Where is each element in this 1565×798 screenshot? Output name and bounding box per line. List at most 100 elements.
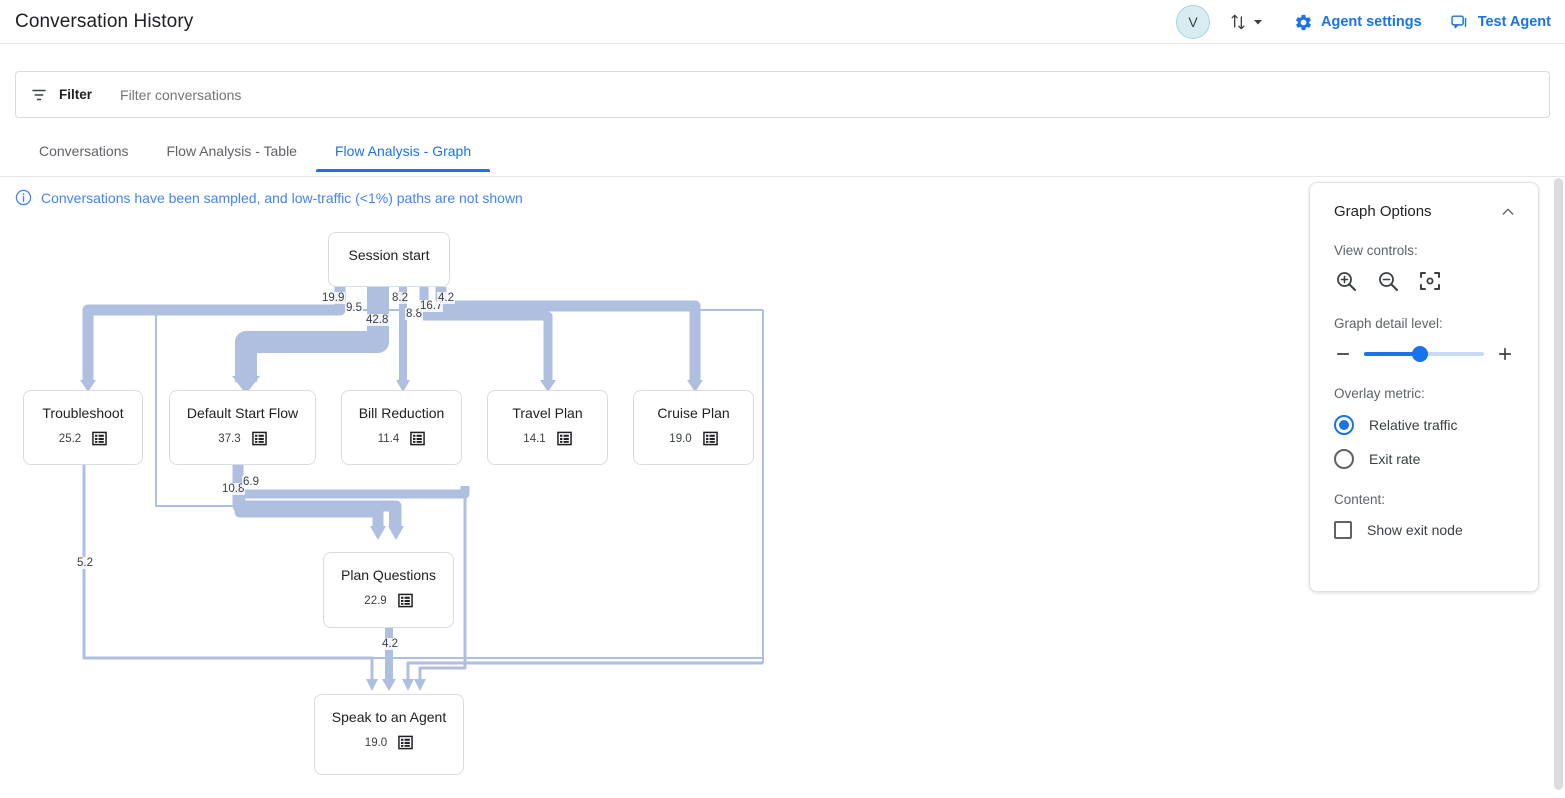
edge-label: 9.5 <box>345 302 363 314</box>
overlay-metric-label: Overlay metric: <box>1334 386 1425 401</box>
node-metric: 14.1 <box>523 431 572 446</box>
avatar-initial: V <box>1188 14 1198 30</box>
node-title: Troubleshoot <box>42 405 124 421</box>
minus-icon[interactable] <box>1334 345 1352 363</box>
graph-node-session-start[interactable]: Session start <box>328 232 450 287</box>
test-agent-button[interactable]: Test Agent <box>1450 13 1551 32</box>
header-actions: V Agent settings Test Agent <box>1175 0 1555 44</box>
radio-label: Exit rate <box>1369 451 1421 467</box>
radio-relative-traffic[interactable]: Relative traffic <box>1310 415 1538 435</box>
node-title: Bill Reduction <box>358 405 445 421</box>
filter-label: Filter <box>59 87 93 102</box>
node-value: 19.0 <box>364 736 388 749</box>
graph-node-travel-plan[interactable]: Travel Plan 14.1 <box>487 390 608 465</box>
graph-options-title: Graph Options <box>1334 203 1432 220</box>
filter-icon[interactable] <box>30 86 48 104</box>
edge-label: 42.8 <box>365 314 390 326</box>
swap-vertical-icon <box>1231 14 1245 30</box>
tab-flow-analysis-graph[interactable]: Flow Analysis - Graph <box>315 133 491 172</box>
radio-label: Relative traffic <box>1369 417 1458 433</box>
tab-bar: Conversations Flow Analysis - Table Flow… <box>0 133 1565 177</box>
edge-label: 8.8 <box>405 308 423 320</box>
table-icon[interactable] <box>397 593 413 608</box>
zoom-out-icon[interactable] <box>1376 269 1400 293</box>
node-title: Plan Questions <box>341 567 436 583</box>
chevron-up-icon[interactable] <box>1500 204 1516 220</box>
graph-node-cruise-plan[interactable]: Cruise Plan 19.0 <box>633 390 754 465</box>
node-title: Cruise Plan <box>657 405 730 421</box>
node-metric: 19.0 <box>669 431 718 446</box>
node-value: 19.0 <box>669 432 692 445</box>
chat-bubble-icon <box>1451 14 1466 28</box>
vertical-scrollbar-thumb[interactable] <box>1554 178 1563 790</box>
filter-bar: Filter <box>15 71 1550 118</box>
checkbox-show-exit-node[interactable]: Show exit node <box>1310 521 1538 539</box>
detail-level-slider-row <box>1310 345 1538 363</box>
edge-label: 10.8 <box>221 483 246 495</box>
gear-icon <box>1296 14 1311 30</box>
view-controls-label: View controls: <box>1334 243 1418 258</box>
radio-indicator <box>1334 415 1354 435</box>
node-metric: 22.9 <box>364 593 413 608</box>
edge-label: 19.9 <box>321 292 346 304</box>
graph-options-header[interactable]: Graph Options <box>1310 183 1538 220</box>
tab-conversations[interactable]: Conversations <box>39 143 129 159</box>
node-value: 37.3 <box>218 432 241 445</box>
center-focus-icon[interactable] <box>1418 269 1442 293</box>
zoom-in-icon[interactable] <box>1334 269 1358 293</box>
flow-edge-rails <box>84 309 763 659</box>
edge-label: 8.2 <box>391 292 409 304</box>
filter-input[interactable] <box>118 85 519 104</box>
plus-icon[interactable] <box>1496 345 1514 363</box>
table-icon[interactable] <box>410 431 426 446</box>
graph-node-troubleshoot[interactable]: Troubleshoot 25.2 <box>23 390 143 465</box>
detail-level-slider[interactable] <box>1364 346 1484 362</box>
test-agent-label: Test Agent <box>1477 14 1551 30</box>
graph-node-speak-to-an-agent[interactable]: Speak to an Agent 19.0 <box>314 694 464 775</box>
agent-settings-button[interactable]: Agent settings <box>1294 13 1422 32</box>
table-icon[interactable] <box>251 431 267 446</box>
node-title: Default Start Flow <box>186 405 299 421</box>
node-value: 25.2 <box>58 432 82 445</box>
graph-node-plan-questions[interactable]: Plan Questions 22.9 <box>323 552 454 628</box>
node-metric: 11.4 <box>378 431 426 446</box>
environment-switcher[interactable] <box>1228 12 1264 32</box>
detail-level-slider-thumb[interactable] <box>1412 346 1429 362</box>
info-icon <box>15 189 32 206</box>
edge-label: 6.9 <box>242 476 260 488</box>
table-icon[interactable] <box>398 735 413 750</box>
avatar[interactable]: V <box>1175 5 1210 39</box>
view-controls <box>1310 269 1538 293</box>
graph-node-bill-reduction[interactable]: Bill Reduction 11.4 <box>341 390 462 465</box>
edge-label: 5.2 <box>76 557 94 569</box>
table-icon[interactable] <box>702 431 718 446</box>
node-title: Speak to an Agent <box>331 709 447 725</box>
sampling-notice: Conversations have been sampled, and low… <box>15 189 523 206</box>
content-label: Content: <box>1334 492 1386 507</box>
node-title: Travel Plan <box>512 405 583 421</box>
checkbox-label: Show exit node <box>1367 522 1463 538</box>
radio-exit-rate[interactable]: Exit rate <box>1310 449 1538 469</box>
node-value: 22.9 <box>364 594 387 607</box>
node-metric: 25.2 <box>59 431 107 446</box>
node-value: 11.4 <box>377 432 400 445</box>
table-icon[interactable] <box>92 431 107 446</box>
app-header: Conversation History V Agent settings <box>0 0 1565 44</box>
node-value: 14.1 <box>523 432 546 445</box>
page-title: Conversation History <box>15 10 194 32</box>
graph-node-default-start-flow[interactable]: Default Start Flow 37.3 <box>169 390 316 465</box>
sampling-notice-text: Conversations have been sampled, and low… <box>41 189 523 206</box>
node-metric: 19.0 <box>365 735 413 750</box>
node-metric: 37.3 <box>218 431 267 446</box>
detail-level-label: Graph detail level: <box>1334 316 1443 331</box>
agent-settings-label: Agent settings <box>1320 14 1422 30</box>
node-title: Session start <box>348 247 430 263</box>
radio-indicator <box>1334 449 1354 469</box>
tab-flow-analysis-table[interactable]: Flow Analysis - Table <box>166 143 297 159</box>
table-icon[interactable] <box>556 431 572 446</box>
chevron-down-icon <box>1253 20 1262 25</box>
flow-graph-canvas[interactable]: Session start Troubleshoot 25.2 Default … <box>0 176 1535 798</box>
graph-options-panel: Graph Options View controls: Graph detai… <box>1309 182 1539 592</box>
checkbox-indicator <box>1334 521 1352 539</box>
edge-label: 4.2 <box>437 292 455 304</box>
